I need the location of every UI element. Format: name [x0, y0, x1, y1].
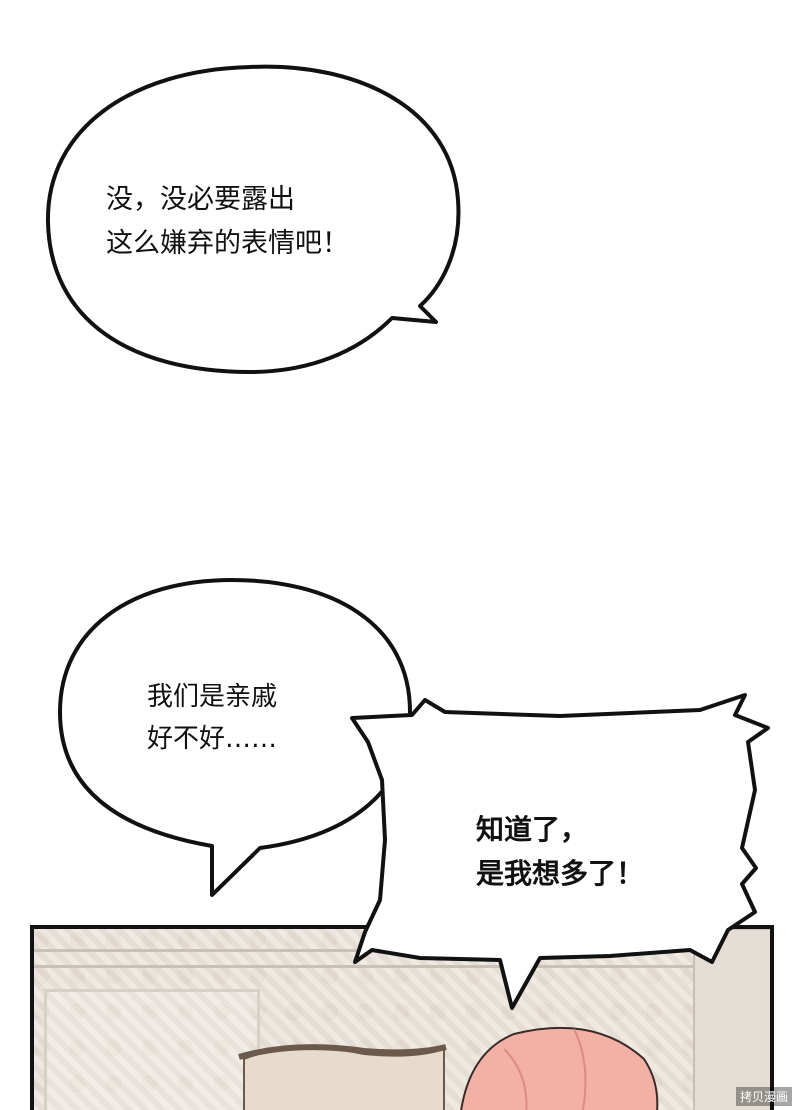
- wall-molding: [34, 965, 770, 968]
- watermark: 拷贝漫画: [735, 1087, 792, 1106]
- speech-bubble-3: [350, 693, 770, 1010]
- bubble-line: 我们是亲戚: [147, 682, 278, 712]
- scene-drawing: [238, 929, 770, 1110]
- speech-bubble-1: [45, 64, 461, 374]
- bubble-line: 知道了，: [476, 813, 589, 846]
- curtain-rod: [238, 1044, 447, 1060]
- speech-bubble-3-text: 知道了， 是我想多了！: [476, 808, 644, 896]
- hair-strand: [503, 1048, 528, 1110]
- pink-hair: [460, 1026, 659, 1110]
- speech-bubble-2: [58, 578, 412, 897]
- hair-strand: [573, 1028, 587, 1110]
- bubble-line: 好不好……: [147, 724, 278, 754]
- bubble-line: 这么嫌弃的表情吧！: [106, 228, 349, 259]
- bubble-line: 没，没必要露出: [106, 184, 295, 215]
- speech-bubble-2-text: 我们是亲戚 好不好……: [147, 676, 277, 760]
- illustration-panel: [30, 925, 774, 1110]
- bubble-line: 是我想多了！: [476, 857, 645, 890]
- speech-bubble-1-text: 没，没必要露出 这么嫌弃的表情吧！: [106, 178, 349, 266]
